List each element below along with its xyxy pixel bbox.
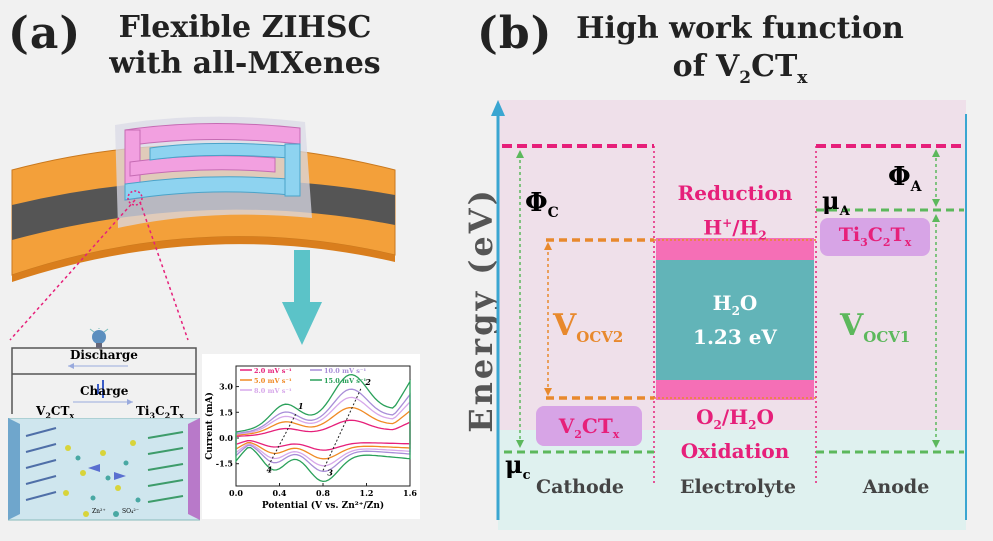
legend-entry: 15.0 mV s⁻¹	[324, 377, 366, 385]
anode-material-box	[820, 218, 930, 256]
x-tick-label: 1.6	[403, 488, 417, 498]
panel-b-title-line2: of V2CTx	[672, 49, 808, 88]
peak-annotation: 2	[364, 377, 371, 387]
x-tick-label: 1.2	[360, 488, 374, 498]
cathode-material-label: V2CTx	[558, 414, 620, 441]
x-axis-label: Potential (V vs. Zn²⁺/Zn)	[262, 500, 384, 511]
cv-series-line	[235, 373, 411, 483]
phi-c-label: ΦC	[525, 188, 559, 222]
panel-a-title: Flexible ZIHSC with all-MXenes	[95, 10, 395, 82]
x-tick-label: 0.0	[229, 488, 243, 498]
left-electrode-label: V2CTx	[36, 404, 75, 421]
peak-annotation: 3	[327, 468, 333, 478]
y-tick-label: 0.0	[219, 433, 233, 443]
lightbulb-icon	[88, 326, 110, 354]
panel-a-label: (a)	[8, 8, 82, 59]
right-electrode-label: Ti3C2Tx	[136, 404, 184, 421]
panel-b-title-line1: High work function	[576, 11, 904, 46]
flexible-device-illustration	[11, 116, 396, 282]
oxidation-block: O2/H2O Oxidation	[656, 404, 814, 464]
ion-dots	[63, 440, 141, 503]
y-tick-label: -1.5	[216, 459, 233, 469]
panel-b-title: High work function of V2CTx	[560, 10, 920, 97]
vocv1-label: VOCV1	[840, 308, 911, 346]
panel-b-label: (b)	[477, 8, 553, 59]
legend-entry: 5.0 mV s⁻¹	[254, 377, 292, 385]
legend-zn: Zn²⁺	[92, 508, 106, 515]
blue-electrode	[124, 142, 301, 201]
charge-label: Charge	[80, 384, 129, 398]
right-electrode-layers	[147, 431, 184, 503]
x-tick-label: 0.8	[316, 488, 330, 498]
y-tick-label: 3.0	[219, 382, 233, 392]
phi-a-label: ΦA	[888, 162, 922, 196]
mu-c-label: μc	[505, 450, 531, 483]
cathode-material-box	[536, 406, 642, 446]
legend-entry: 2.0 mV s⁻¹	[254, 367, 292, 375]
panel-a-title-line2: with all-MXenes	[109, 46, 381, 81]
electrolyte-label: Electrolyte	[680, 476, 796, 498]
peak-guide-2	[322, 388, 362, 471]
legend-entry: 8.0 mV s⁻¹	[254, 387, 292, 395]
vocv2-label: VOCV2	[553, 308, 624, 346]
down-arrow-icon	[282, 250, 322, 345]
reduction-label: Reduction	[677, 181, 793, 205]
discharge-label: Discharge	[70, 348, 138, 362]
oxidation-label: Oxidation	[680, 439, 790, 463]
peak-annotation: 1	[298, 401, 304, 411]
electrolyte-pink-upper	[656, 238, 814, 260]
panel-a-title-line1: Flexible ZIHSC	[118, 10, 372, 45]
peak-annotation: 4	[266, 464, 272, 474]
energy-diagram	[491, 100, 967, 530]
electrolyte-cell-box	[8, 418, 200, 521]
zoom-guide-lines	[9, 199, 189, 341]
legend-entry: 10.0 mV s⁻¹	[324, 367, 366, 375]
left-electrode-layers	[25, 427, 57, 501]
y-tick-label: 1.5	[219, 407, 233, 417]
mu-a-label: μA	[822, 186, 850, 219]
anode-material-label: Ti3C2Tx	[838, 224, 912, 249]
pink-electrode	[124, 122, 301, 201]
legend-so4: SO₄²⁻	[122, 508, 140, 515]
window-value: 1.23 eV	[693, 325, 777, 349]
water-window-block: H2O 1.23 eV	[656, 290, 814, 350]
anode-label: Anode	[862, 476, 930, 498]
peak-guide-1	[268, 413, 297, 466]
reduction-block: Reduction H+/H2	[656, 178, 814, 251]
o-couple-label: O2/H2O	[696, 405, 774, 432]
water-label: H2O	[712, 291, 758, 318]
circuit-wires	[11, 347, 197, 414]
y-axis-label: Current (mA)	[204, 392, 215, 460]
electrolyte-pink-lower	[656, 380, 814, 400]
energy-axis-arrow-icon	[491, 100, 505, 116]
x-tick-label: 0.4	[273, 488, 287, 498]
cathode-label: Cathode	[535, 476, 625, 498]
diagram-background-bottom	[498, 430, 966, 530]
h-couple-label: H+/H2	[703, 215, 767, 243]
electrolyte-teal-window	[656, 260, 814, 380]
cell-schematic: Discharge Charge V2CTx Ti3C2Tx Zn²⁺ SO₄²…	[8, 326, 200, 522]
